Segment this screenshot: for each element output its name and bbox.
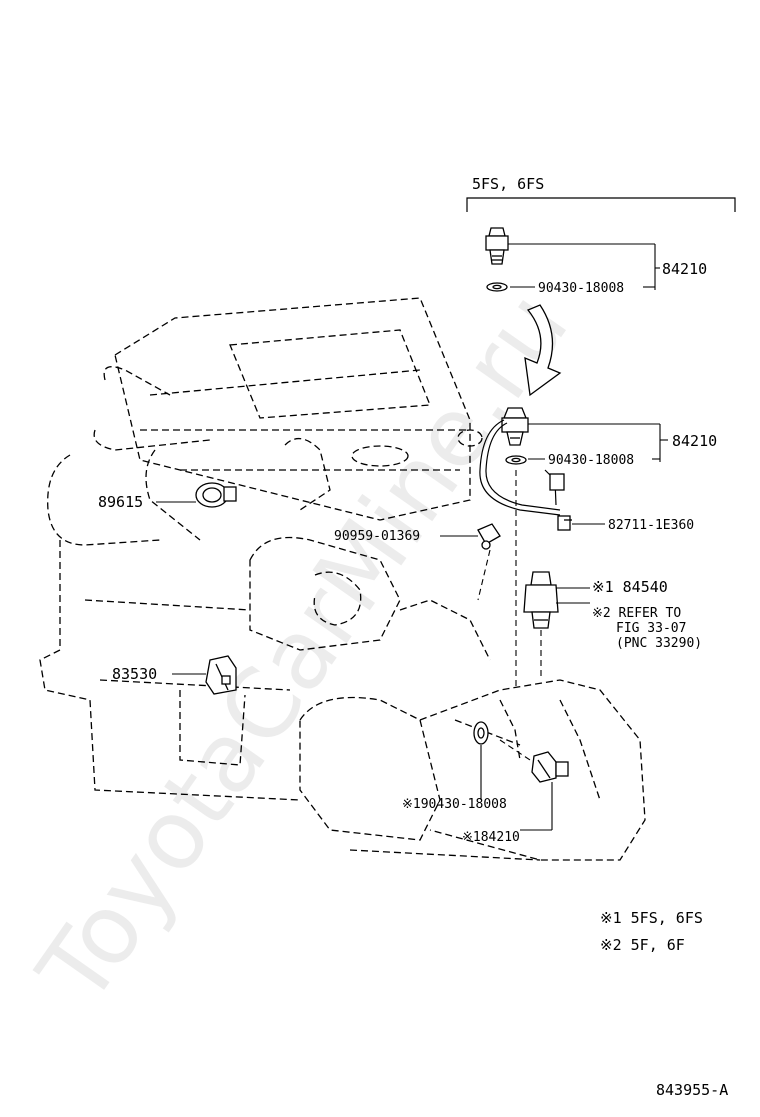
- label-84540: ※1 84540: [592, 578, 668, 596]
- label-90430-top: 90430-18008: [538, 281, 624, 296]
- watermark: ToyotaCarMine.ru: [17, 272, 590, 1024]
- gasket-mid-icon: [505, 455, 527, 465]
- label-90430-bottom: ※190430-18008: [402, 797, 507, 812]
- note-1: ※1 5FS, 6FS: [600, 909, 703, 927]
- diagram-id: 843955-A: [656, 1081, 728, 1099]
- oil-pressure-switch-mid-icon: [501, 407, 529, 446]
- knock-sensor-icon: [195, 482, 237, 508]
- dashed-leader-clamp: [477, 549, 491, 601]
- label-90430-mid: 90430-18008: [548, 453, 634, 468]
- label-89615: 89615: [98, 493, 143, 511]
- leader-lines-bottom: [480, 739, 553, 831]
- label-84210-bottom: ※184210: [462, 830, 520, 845]
- oil-pressure-switch-inset-icon: [485, 227, 509, 265]
- clamp-icon: [477, 523, 501, 550]
- label-82711: 82711-1E360: [608, 518, 694, 533]
- water-temp-sender-icon: [205, 655, 237, 695]
- curved-arrow-icon: [524, 304, 562, 397]
- label-refer-3: (PNC 33290): [616, 636, 702, 651]
- speed-sensor-icon: [523, 571, 559, 629]
- gasket-bottom-icon: [473, 721, 489, 745]
- engine-outline: [39, 297, 646, 861]
- label-83530: 83530: [112, 665, 157, 683]
- label-84210-top: 84210: [662, 260, 707, 278]
- note-2: ※2 5F, 6F: [600, 936, 685, 954]
- label-refer-2: FIG 33-07: [616, 621, 686, 636]
- gasket-inset-icon: [486, 282, 508, 292]
- leader-lines-top: [508, 243, 660, 290]
- connector-icon: [549, 473, 572, 531]
- leader-lines-mid: [528, 423, 668, 525]
- inset-title: 5FS, 6FS: [472, 175, 544, 193]
- leader-lines-84540: [556, 587, 590, 604]
- label-refer-1: ※2 REFER TO: [592, 606, 681, 621]
- inset-bracket: [466, 197, 736, 212]
- label-90959: 90959-01369: [334, 529, 420, 544]
- oil-pressure-switch-bottom-icon: [531, 751, 569, 783]
- label-84210-mid: 84210: [672, 432, 717, 450]
